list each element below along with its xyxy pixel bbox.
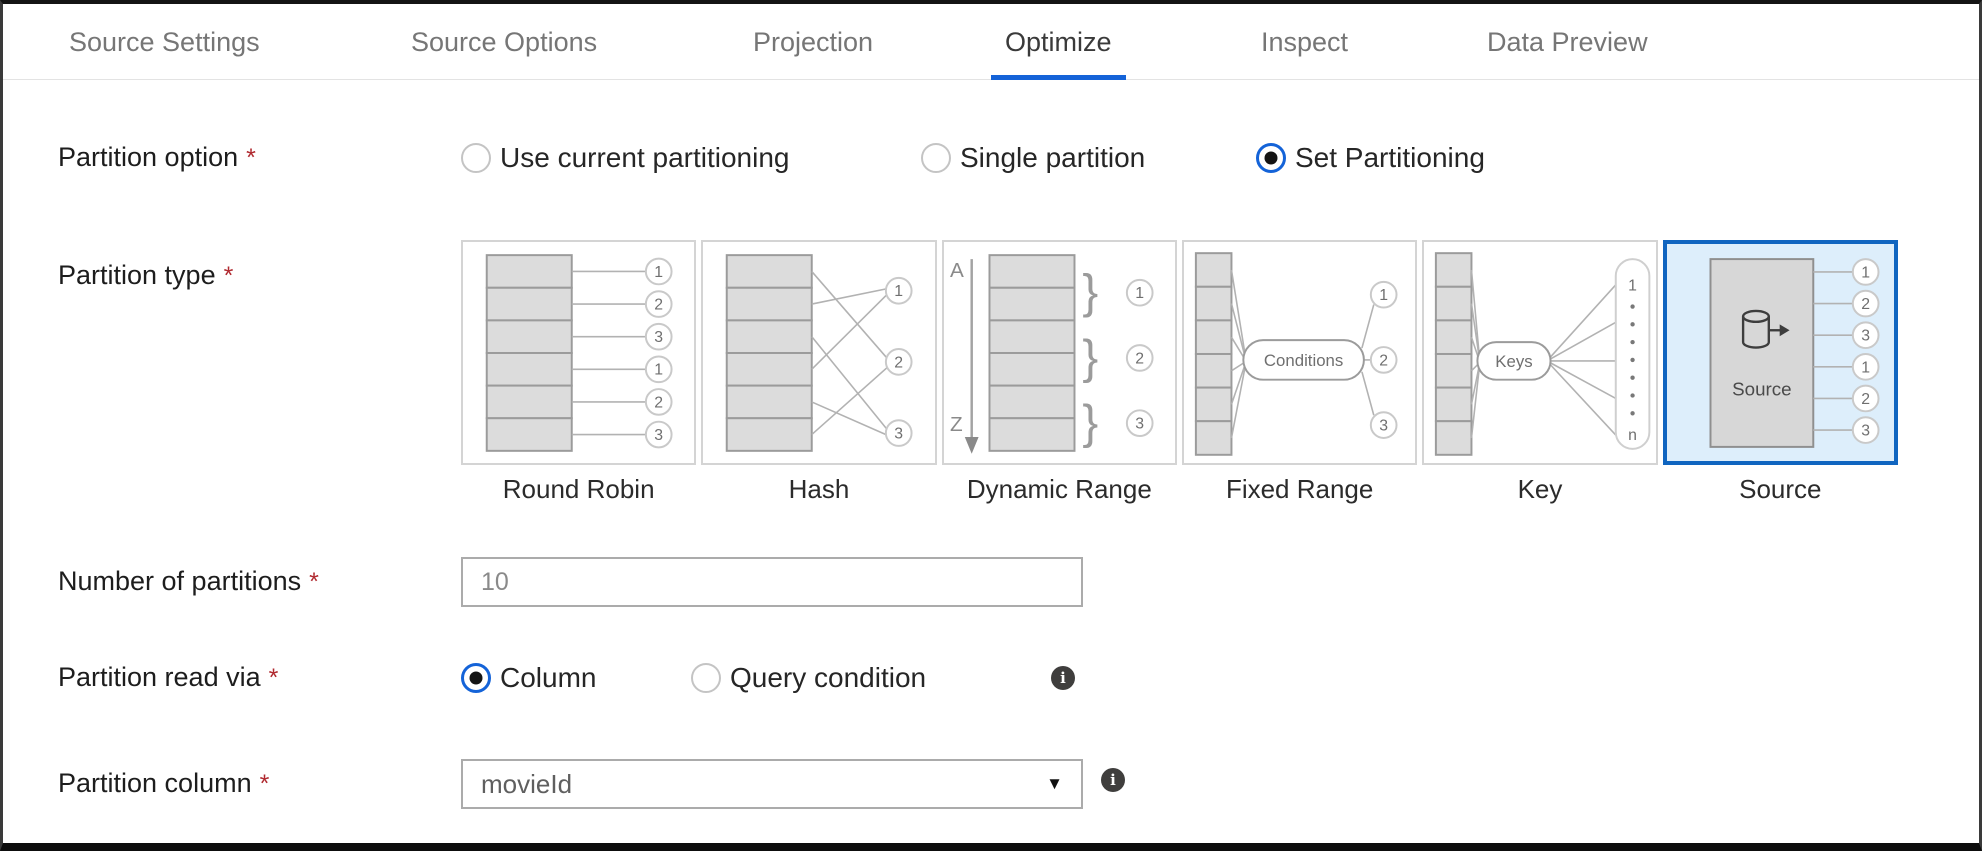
svg-text:1: 1: [1861, 264, 1870, 281]
required-asterisk: *: [309, 568, 319, 596]
svg-text:Keys: Keys: [1496, 352, 1533, 371]
tab-inspect[interactable]: Inspect: [1261, 26, 1349, 57]
svg-text:Conditions: Conditions: [1264, 351, 1343, 370]
info-icon[interactable]: i: [1051, 666, 1075, 690]
radio-column[interactable]: Column: [461, 662, 596, 694]
svg-text:A: A: [950, 259, 964, 282]
svg-text:3: 3: [895, 425, 904, 442]
svg-text:}: }: [1082, 331, 1098, 384]
radio-circle-icon: [691, 663, 721, 693]
radio-use-current-partitioning[interactable]: Use current partitioning: [461, 142, 789, 174]
dropdown-selected-value: movieId: [481, 768, 573, 799]
partition-read-via-label: Partition read via*: [58, 662, 279, 692]
required-asterisk: *: [268, 664, 279, 692]
svg-text:3: 3: [1861, 328, 1870, 345]
required-asterisk: *: [259, 770, 270, 798]
tile-label-source: Source: [1739, 474, 1822, 504]
svg-text:3: 3: [1379, 418, 1388, 435]
tile-dynamic-range[interactable]: A Z } } } 1 2: [941, 240, 1177, 465]
svg-text:1: 1: [895, 283, 904, 300]
hash-diagram: 1 2 3: [726, 254, 913, 452]
tab-bar: Source Settings Source Options Projectio…: [3, 4, 1979, 80]
tab-optimize[interactable]: Optimize: [991, 4, 1126, 80]
svg-text:3: 3: [1861, 423, 1870, 440]
radio-selected-icon: [461, 663, 491, 693]
round-robin-diagram: 1 2 3 1 2 3: [485, 254, 673, 452]
required-asterisk: *: [223, 262, 234, 290]
svg-text:2: 2: [654, 394, 663, 411]
svg-text:1: 1: [1628, 278, 1637, 295]
tile-label-key: Key: [1517, 474, 1563, 504]
chevron-down-icon: ▼: [1046, 774, 1063, 793]
tile-fixed-range[interactable]: Conditions 1 2 3: [1181, 240, 1418, 465]
tile-key[interactable]: Keys 1 n: [1422, 240, 1658, 465]
partition-column-label: Partition column*: [58, 768, 270, 798]
tile-hash[interactable]: 1 2 3: [701, 240, 937, 465]
tile-label-dynamic-range: Dynamic Range: [966, 474, 1152, 504]
tab-projection[interactable]: Projection: [753, 26, 874, 57]
dynamic-range-diagram: A Z } } } 1 2: [950, 254, 1154, 454]
svg-text:Source: Source: [1732, 378, 1791, 399]
key-diagram: Keys 1 n: [1435, 252, 1651, 456]
fixed-range-diagram: Conditions 1 2 3: [1194, 252, 1398, 456]
partition-option-label: Partition option*: [58, 142, 256, 172]
svg-text:2: 2: [1861, 391, 1870, 408]
partition-type-tiles: 1 2 3 1 2 3: [461, 240, 1898, 465]
svg-text:1: 1: [1861, 359, 1870, 376]
svg-text:1: 1: [1135, 285, 1144, 302]
svg-text:2: 2: [895, 354, 904, 371]
svg-text:Z: Z: [950, 413, 963, 436]
tab-source-settings[interactable]: Source Settings: [69, 26, 260, 57]
tab-data-preview[interactable]: Data Preview: [1487, 26, 1648, 57]
source-diagram: Source 1 2 3 1 2 3: [1709, 258, 1880, 448]
radio-query-condition[interactable]: Query condition: [691, 662, 926, 694]
radio-circle-icon: [921, 143, 951, 173]
tile-label-round-robin: Round Robin: [502, 474, 655, 504]
svg-text:2: 2: [654, 297, 663, 314]
radio-single-partition[interactable]: Single partition: [921, 142, 1145, 174]
partition-type-tile-labels: Round Robin Hash Dynamic Range Fixed Ran…: [461, 474, 1898, 505]
tile-source[interactable]: Source 1 2 3 1 2 3: [1662, 240, 1898, 465]
svg-text:2: 2: [1861, 296, 1870, 313]
svg-text:3: 3: [654, 329, 663, 346]
svg-text:}: }: [1082, 396, 1098, 449]
number-of-partitions-label: Number of partitions*: [58, 566, 319, 596]
svg-text:1: 1: [1379, 287, 1388, 304]
svg-text:3: 3: [654, 427, 663, 444]
radio-circle-icon: [461, 143, 491, 173]
svg-text:}: }: [1082, 266, 1098, 319]
tile-round-robin[interactable]: 1 2 3 1 2 3: [461, 240, 697, 465]
database-export-icon: [1741, 309, 1790, 349]
svg-text:1: 1: [654, 264, 663, 281]
partition-type-label: Partition type*: [58, 260, 234, 290]
tile-label-fixed-range: Fixed Range: [1225, 474, 1374, 504]
partition-column-dropdown[interactable]: movieId ▼: [461, 759, 1083, 809]
number-of-partitions-input[interactable]: [461, 557, 1083, 607]
required-asterisk: *: [246, 144, 256, 172]
svg-text:3: 3: [1135, 416, 1144, 433]
svg-text:n: n: [1628, 427, 1637, 444]
tab-source-options[interactable]: Source Options: [411, 26, 598, 57]
svg-text:2: 2: [1379, 352, 1388, 369]
svg-text:1: 1: [654, 362, 663, 379]
radio-set-partitioning[interactable]: Set Partitioning: [1256, 142, 1485, 174]
info-icon[interactable]: i: [1101, 768, 1125, 792]
svg-text:2: 2: [1135, 350, 1144, 367]
radio-selected-icon: [1256, 143, 1286, 173]
optimize-form: Partition option* Use current partitioni…: [3, 80, 1979, 842]
tile-label-hash: Hash: [788, 474, 850, 504]
